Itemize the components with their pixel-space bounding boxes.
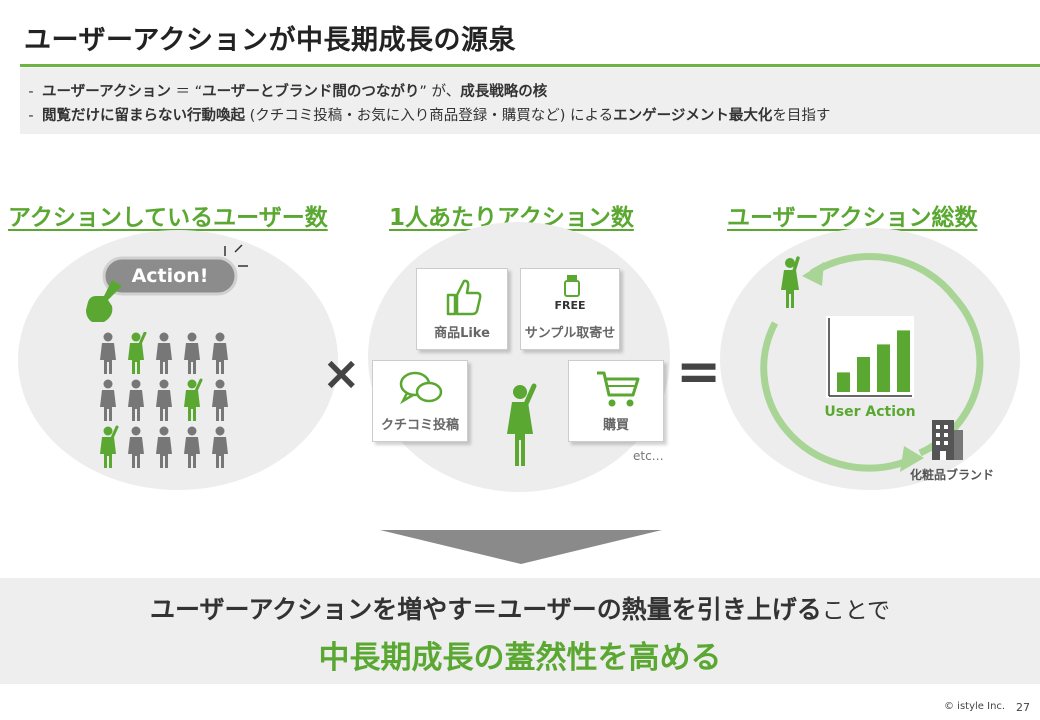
summary-term: ユーザーアクション bbox=[42, 84, 171, 100]
user-icon bbox=[156, 379, 172, 421]
user-icon bbox=[184, 426, 200, 468]
user-raising-hand-icon bbox=[507, 383, 537, 466]
bubble-like: 商品Like bbox=[416, 268, 508, 350]
etc-label: etc… bbox=[633, 449, 664, 463]
user-icon bbox=[184, 332, 200, 374]
brand-label: 化粧品ブランド bbox=[910, 468, 995, 482]
user-action-bar-chart bbox=[828, 318, 912, 397]
user-icon bbox=[128, 426, 144, 468]
summary-eq: ＝ “ bbox=[170, 84, 203, 100]
heading-active-users: アクションしているユーザー数 bbox=[8, 205, 328, 231]
conclusion-line-1-main: ユーザーアクションを増やす＝ユーザーの熱量を引き上げる bbox=[149, 595, 822, 624]
building-icon bbox=[932, 420, 963, 460]
bubble-review-label: クチコミ投稿 bbox=[380, 418, 459, 433]
people-grid bbox=[100, 332, 228, 468]
bubble-sample: FREE サンプル取寄せ bbox=[520, 268, 620, 350]
user-icon bbox=[100, 332, 116, 374]
speech-bubbles-icon bbox=[399, 371, 443, 405]
shopping-cart-icon bbox=[597, 371, 640, 407]
down-arrow-shape bbox=[380, 530, 662, 564]
slide-title: ユーザーアクションが中長期成長の源泉 bbox=[24, 25, 517, 56]
action-button-graphic bbox=[102, 244, 248, 296]
active-user-icon bbox=[128, 332, 147, 374]
summary-line-1: -ユーザーアクション ＝ “ユーザーとブランド間のつながり” が、成長戦略の核 bbox=[20, 80, 1040, 104]
summary-box: -ユーザーアクション ＝ “ユーザーとブランド間のつながり” が、成長戦略の核 … bbox=[20, 68, 1040, 134]
thumbs-up-icon bbox=[446, 279, 482, 316]
sample-bottle-icon bbox=[564, 275, 580, 297]
active-user-icon bbox=[184, 378, 203, 421]
summary-dash: - bbox=[28, 84, 34, 100]
summary-goal: エンゲージメント最大化 bbox=[613, 108, 773, 124]
summary-dash: - bbox=[28, 108, 34, 124]
user-icon bbox=[100, 379, 116, 421]
conclusion-line-2: 中長期成長の蓋然性を高める bbox=[318, 640, 722, 676]
summary-core: 成長戦略の核 bbox=[460, 84, 548, 100]
conclusion-line-1: ユーザーアクションを増やす＝ユーザーの熱量を引き上げることで bbox=[0, 590, 1040, 626]
chart-label: User Action bbox=[824, 404, 916, 420]
page-number: 27 bbox=[1016, 701, 1030, 714]
conclusion-box: ユーザーアクションを増やす＝ユーザーの熱量を引き上げることで 中長期成長の蓋然性… bbox=[0, 578, 1040, 684]
bubble-purchase: 購買 bbox=[568, 360, 664, 442]
user-icon bbox=[128, 379, 144, 421]
chart-bar bbox=[837, 372, 850, 392]
user-icon bbox=[212, 379, 228, 421]
bubble-like-label: 商品Like bbox=[434, 326, 490, 341]
multiply-sign: × bbox=[322, 346, 361, 400]
user-icon bbox=[212, 332, 228, 374]
active-user-icon bbox=[100, 425, 119, 468]
chart-bar bbox=[857, 357, 870, 392]
summary-examples: (クチコミ投稿・お気に入り商品登録・購買など) による bbox=[245, 108, 614, 124]
user-icon bbox=[212, 426, 228, 468]
chart-bar bbox=[877, 344, 890, 392]
summary-lead: 閲覧だけに留まらない行動喚起 bbox=[42, 108, 245, 124]
bubble-sample-label: サンプル取寄せ bbox=[524, 326, 616, 341]
summary-connector: ” が、 bbox=[419, 84, 461, 100]
bubble-review: クチコミ投稿 bbox=[372, 360, 468, 442]
summary-definition: ユーザーとブランド間のつながり bbox=[202, 84, 420, 100]
conclusion-line-1-tail: ことで bbox=[821, 598, 891, 624]
user-icon-small bbox=[781, 256, 800, 308]
summary-line-2: -閲覧だけに留まらない行動喚起 (クチコミ投稿・お気に入り商品登録・購買など) … bbox=[20, 104, 1040, 128]
pointing-hand-icon bbox=[86, 280, 122, 322]
free-tag: FREE bbox=[554, 299, 586, 312]
equals-sign: = bbox=[676, 340, 722, 403]
title-rule bbox=[20, 64, 1040, 67]
user-icon bbox=[156, 332, 172, 374]
bubble-purchase-label: 購買 bbox=[602, 418, 629, 433]
action-button-label: Action! bbox=[131, 265, 209, 287]
copyright: © istyle Inc. bbox=[944, 701, 1006, 712]
summary-end: を目指す bbox=[772, 108, 831, 124]
heading-total-actions: ユーザーアクション総数 bbox=[727, 205, 978, 231]
chart-bar bbox=[897, 330, 910, 392]
user-icon bbox=[156, 426, 172, 468]
